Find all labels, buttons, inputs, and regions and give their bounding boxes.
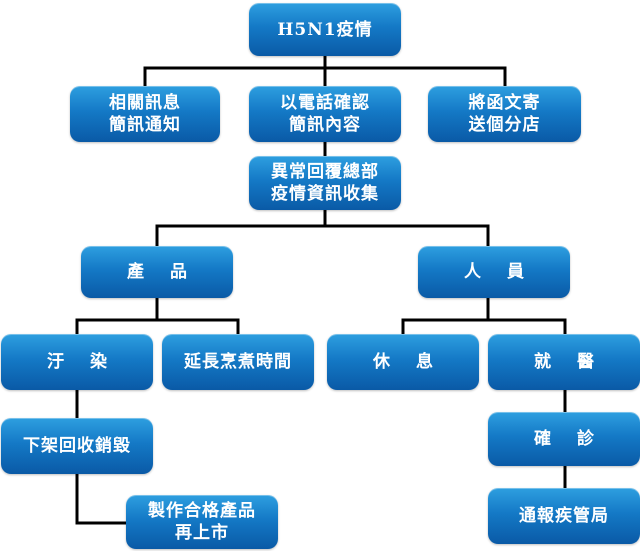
node-label: H5N1疫情 — [277, 19, 373, 40]
node-label: 製作合格產品 — [148, 501, 256, 521]
node-label: 再上市 — [175, 523, 229, 543]
node-product: 產 品 — [81, 246, 233, 298]
node-label: 送個分店 — [468, 115, 541, 135]
node-label: 人 員 — [464, 262, 534, 282]
node-label: 就 醫 — [534, 352, 604, 372]
node-medical: 就 醫 — [488, 334, 640, 390]
node-label: 疫情資訊收集 — [271, 184, 379, 204]
node-label: 確 診 — [534, 429, 604, 449]
node-label: 產 品 — [127, 262, 197, 282]
node-report: 通報疾管局 — [488, 488, 640, 544]
node-label: 休 息 — [373, 352, 443, 372]
node-label: 下架回收銷毀 — [23, 436, 131, 456]
node-label: 汙 染 — [47, 352, 117, 372]
node-root: H5N1疫情 — [249, 3, 401, 56]
node-label: 以電話確認 — [280, 93, 370, 113]
node-collect: 異常回覆總部 疫情資訊收集 — [249, 156, 401, 210]
node-remake: 製作合格產品 再上市 — [126, 495, 278, 549]
node-extend-cooking: 延長烹煮時間 — [162, 334, 314, 390]
node-phone-confirm: 以電話確認 簡訊內容 — [249, 86, 401, 142]
node-label: 相關訊息 — [109, 93, 181, 113]
node-diagnosis: 確 診 — [488, 412, 640, 466]
node-label: 簡訊通知 — [109, 115, 181, 135]
node-label: 異常回覆總部 — [271, 162, 379, 182]
node-rest: 休 息 — [327, 334, 479, 390]
node-label: 延長烹煮時間 — [184, 352, 292, 372]
node-staff: 人 員 — [418, 246, 570, 298]
node-label: 簡訊內容 — [289, 115, 361, 135]
node-mail-stores: 將函文寄 送個分店 — [428, 86, 581, 142]
node-notify-sms: 相關訊息 簡訊通知 — [70, 86, 220, 142]
node-recall: 下架回收銷毀 — [1, 418, 153, 474]
node-contamination: 汙 染 — [1, 334, 153, 390]
node-label: 通報疾管局 — [519, 506, 609, 526]
node-label: 將函文寄 — [468, 93, 541, 113]
